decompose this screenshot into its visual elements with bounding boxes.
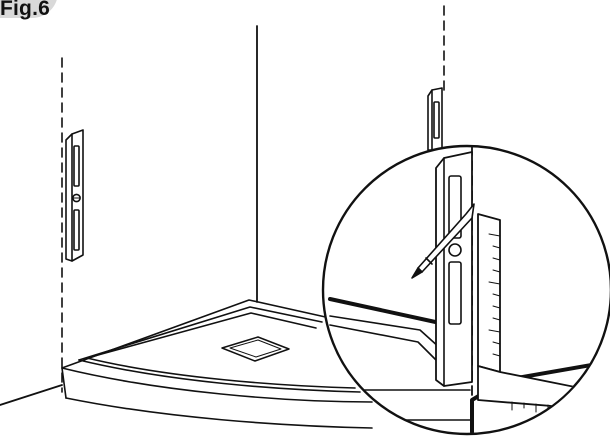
spirit-level-left bbox=[65, 129, 84, 262]
pencil bbox=[411, 203, 475, 279]
spirit-level-right bbox=[427, 87, 443, 151]
magnifier-circle bbox=[321, 144, 610, 436]
figure-badge bbox=[0, 0, 58, 18]
shower-tray bbox=[61, 299, 373, 429]
drain-cover bbox=[221, 336, 290, 362]
wall-corner bbox=[0, 5, 445, 406]
zoomed-spirit-level bbox=[435, 151, 473, 387]
figure-label: Fig.6 bbox=[0, 0, 51, 20]
